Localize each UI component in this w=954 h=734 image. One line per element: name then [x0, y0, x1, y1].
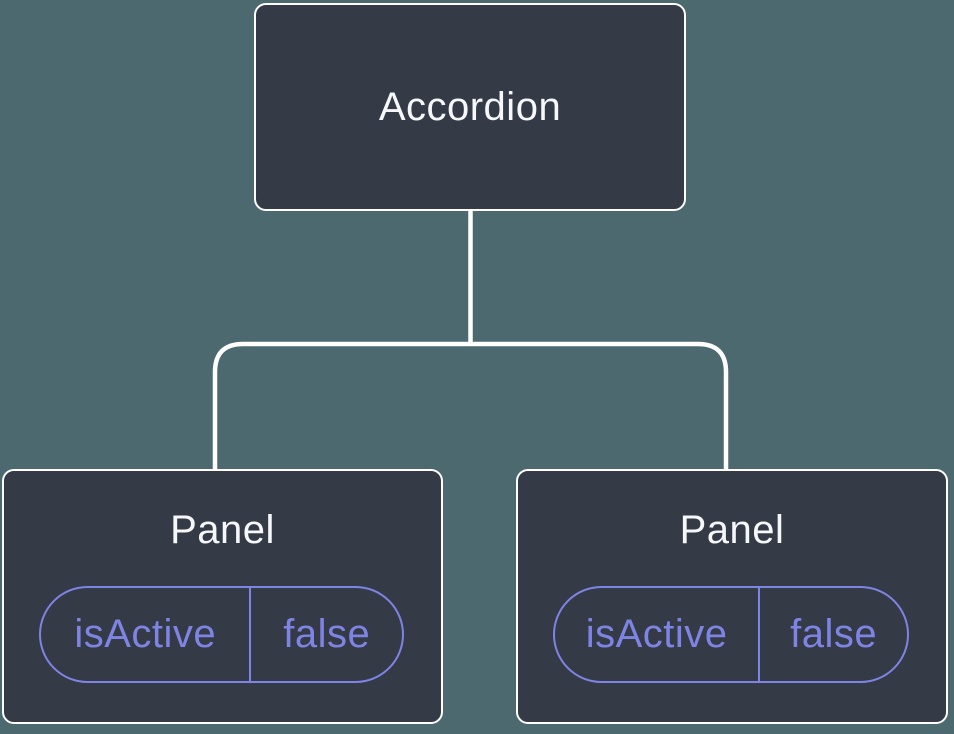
- state-pill-right: isActive false: [553, 586, 909, 683]
- state-pill-left: isActive false: [39, 586, 404, 683]
- state-prop-name: isActive: [555, 588, 761, 681]
- node-panel-left: Panel isActive false: [2, 469, 443, 724]
- node-panel-right-label: Panel: [679, 508, 785, 552]
- state-prop-value: false: [790, 612, 878, 656]
- state-prop-name: isActive: [41, 588, 252, 681]
- node-accordion-label: Accordion: [378, 85, 562, 129]
- node-panel-left-label: Panel: [170, 508, 275, 552]
- node-panel-right: Panel isActive false: [516, 469, 948, 724]
- node-accordion: Accordion: [254, 3, 686, 211]
- state-prop-value: false: [283, 612, 371, 656]
- connector-branch: [212, 341, 729, 470]
